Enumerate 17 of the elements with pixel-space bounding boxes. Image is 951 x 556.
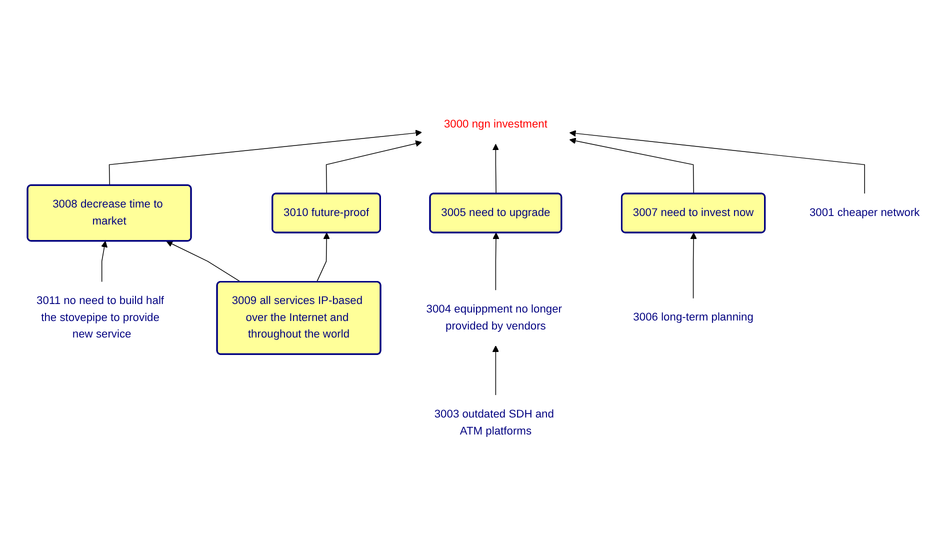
arrow bbox=[492, 232, 500, 290]
arrow bbox=[326, 140, 422, 194]
arrow bbox=[108, 130, 422, 186]
node-text: 3006 long-term planning bbox=[633, 311, 754, 324]
node-text: 3003 outdated SDH and ATM platforms bbox=[434, 408, 554, 438]
node-text: 3004 equippment no longer provided by vendors bbox=[426, 302, 562, 332]
arrow bbox=[316, 232, 330, 282]
node-text: 3000 ngn investment bbox=[444, 118, 548, 130]
node-text: 3001 cheaper network bbox=[809, 206, 920, 219]
arrow bbox=[101, 240, 108, 282]
arrow bbox=[492, 346, 499, 396]
arrow bbox=[569, 130, 865, 194]
node-text: 3011 no need to build half the stovepipe to provide new service bbox=[36, 294, 164, 340]
arrow bbox=[166, 240, 242, 282]
arrow bbox=[690, 232, 697, 299]
arrow bbox=[569, 138, 694, 194]
arrow bbox=[492, 144, 499, 194]
